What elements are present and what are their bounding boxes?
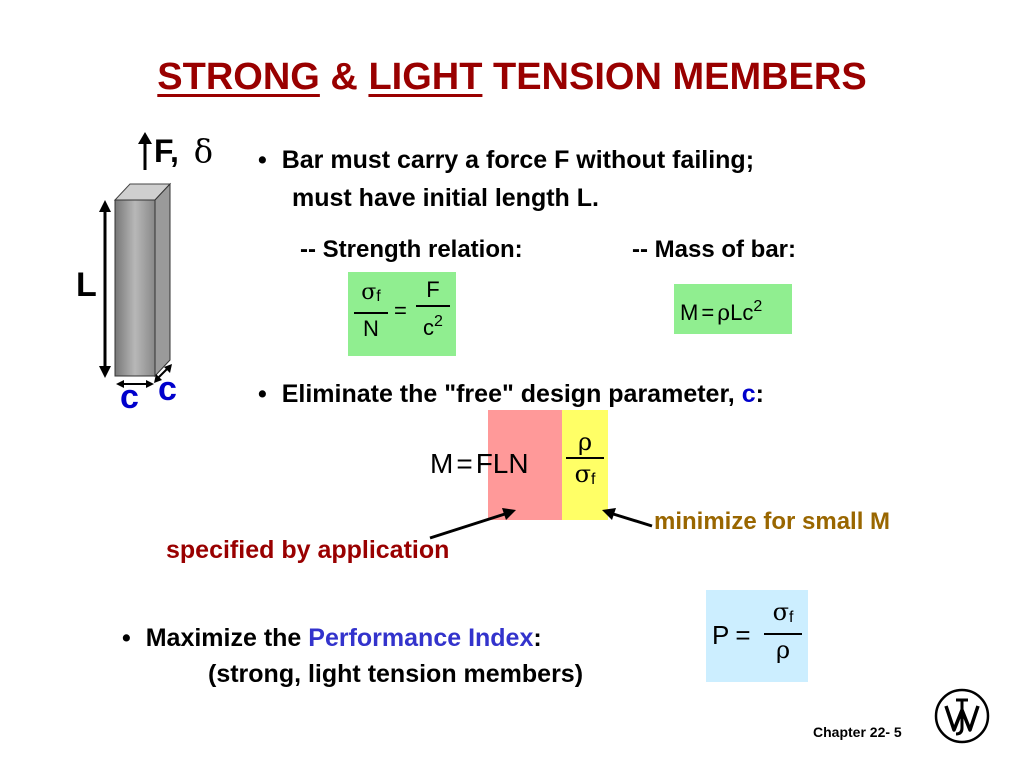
mass-m: M bbox=[680, 300, 699, 325]
chapter-footer: Chapter 22- 5 bbox=[813, 724, 902, 740]
stress-over-n: σf N bbox=[354, 280, 388, 341]
exponent-2: 2 bbox=[434, 312, 443, 330]
specified-note: specified by application bbox=[166, 536, 450, 564]
strength-relation-label: -- Strength relation: bbox=[300, 236, 523, 263]
equals-sign: = bbox=[394, 298, 407, 323]
force-symbol: F, bbox=[154, 133, 179, 169]
bullet-3: • Maximize the Performance Index: bbox=[122, 624, 542, 653]
bullet-1-line-2: must have initial length L. bbox=[292, 184, 599, 212]
width-c: c bbox=[423, 314, 435, 340]
delta-symbol: δ bbox=[193, 132, 214, 170]
arrow-to-minimize bbox=[609, 511, 653, 528]
material-parameters-box bbox=[562, 410, 608, 520]
bullet-2-text: Eliminate the "free" design parameter, bbox=[281, 380, 735, 408]
mass-equation: M=FLN bbox=[430, 448, 529, 480]
title-ampersand: & bbox=[330, 56, 358, 98]
bullet-marker: • bbox=[258, 146, 267, 174]
bullet-3-text: Maximize the bbox=[145, 624, 302, 652]
force-label: F, δ bbox=[154, 132, 213, 170]
length-width: Lc bbox=[730, 300, 754, 325]
arrow-to-specified bbox=[429, 511, 509, 540]
bullet-1-line-1: Bar must carry a force F without failing… bbox=[281, 146, 755, 174]
width-arrow-front-right bbox=[146, 380, 154, 388]
sigma-symbol: σ bbox=[772, 598, 789, 626]
force-length-n: FLN bbox=[475, 448, 529, 479]
bullet-2: • Eliminate the "free" design parameter,… bbox=[258, 380, 764, 409]
annotation-arrows bbox=[429, 508, 653, 540]
width-label-front: c bbox=[120, 378, 139, 416]
mass-formula: M=ρLc2 bbox=[680, 298, 762, 326]
length-arrow-top bbox=[99, 200, 111, 212]
width-arrow-side-low bbox=[154, 374, 162, 383]
mass-formula-box: M=ρLc2 bbox=[674, 284, 792, 334]
mass-of-bar-label: -- Mass of bar: bbox=[632, 236, 797, 263]
sub-f: f bbox=[788, 609, 794, 626]
index-p: P bbox=[712, 620, 730, 650]
rho-symbol: ρ bbox=[717, 301, 731, 326]
performance-index-lhs: P= bbox=[712, 620, 751, 651]
sigma-over-rho: σf ρ bbox=[764, 600, 802, 662]
exponent-2: 2 bbox=[753, 298, 763, 315]
equals-sign: = bbox=[701, 300, 715, 325]
force-over-area: F c2 bbox=[416, 278, 450, 340]
sigma-symbol: σ bbox=[361, 280, 377, 305]
width-arrow-front-left bbox=[116, 380, 124, 388]
sub-f: f bbox=[376, 288, 381, 305]
page-title: STRONG & LIGHT TENSION MEMBERS bbox=[0, 56, 1024, 99]
length-label: L bbox=[76, 266, 97, 304]
performance-index-box: P= σf ρ bbox=[706, 590, 808, 682]
bar-side-face bbox=[154, 182, 171, 378]
width-arrow-side bbox=[157, 367, 169, 379]
minimize-note: minimize for small M bbox=[654, 508, 891, 535]
width-arrow-side-high bbox=[164, 364, 172, 373]
mass-m: M bbox=[430, 448, 454, 479]
bar-front-face bbox=[114, 199, 156, 377]
equals-sign: = bbox=[735, 620, 751, 650]
sigma-symbol: σ bbox=[574, 459, 591, 488]
force-f: F bbox=[426, 277, 440, 302]
sub-f: f bbox=[590, 470, 596, 488]
bullet-2-colon: : bbox=[755, 380, 764, 408]
title-word-light: LIGHT bbox=[368, 56, 483, 98]
specified-parameters-box bbox=[488, 410, 562, 520]
rho-symbol: ρ bbox=[577, 428, 593, 456]
equals-sign: = bbox=[456, 448, 473, 479]
force-arrow-head bbox=[138, 132, 152, 144]
title-rest: TENSION MEMBERS bbox=[492, 56, 867, 98]
rho-symbol: ρ bbox=[775, 635, 791, 664]
strength-formula-box: σf N = F c2 bbox=[348, 272, 456, 356]
wiley-logo bbox=[934, 688, 990, 744]
tension-bar-figure bbox=[99, 132, 172, 388]
arrow-to-minimize-head bbox=[602, 508, 616, 520]
bullet-marker: • bbox=[122, 624, 131, 652]
bullet-1: • Bar must carry a force F without faili… bbox=[258, 146, 754, 175]
width-label-side: c bbox=[158, 370, 177, 408]
arrow-to-specified-head bbox=[502, 508, 516, 520]
free-parameter-c: c bbox=[741, 380, 756, 408]
bullet-3-colon: : bbox=[533, 624, 542, 652]
title-word-strong: STRONG bbox=[157, 56, 320, 98]
bullet-marker: • bbox=[258, 380, 267, 408]
length-arrow-bottom bbox=[99, 366, 111, 378]
rho-over-sigma: ρ σf bbox=[566, 430, 604, 492]
bullet-3-line-2: (strong, light tension members) bbox=[208, 660, 584, 688]
safety-factor-n: N bbox=[363, 315, 379, 341]
performance-index-term: Performance Index bbox=[308, 624, 534, 652]
